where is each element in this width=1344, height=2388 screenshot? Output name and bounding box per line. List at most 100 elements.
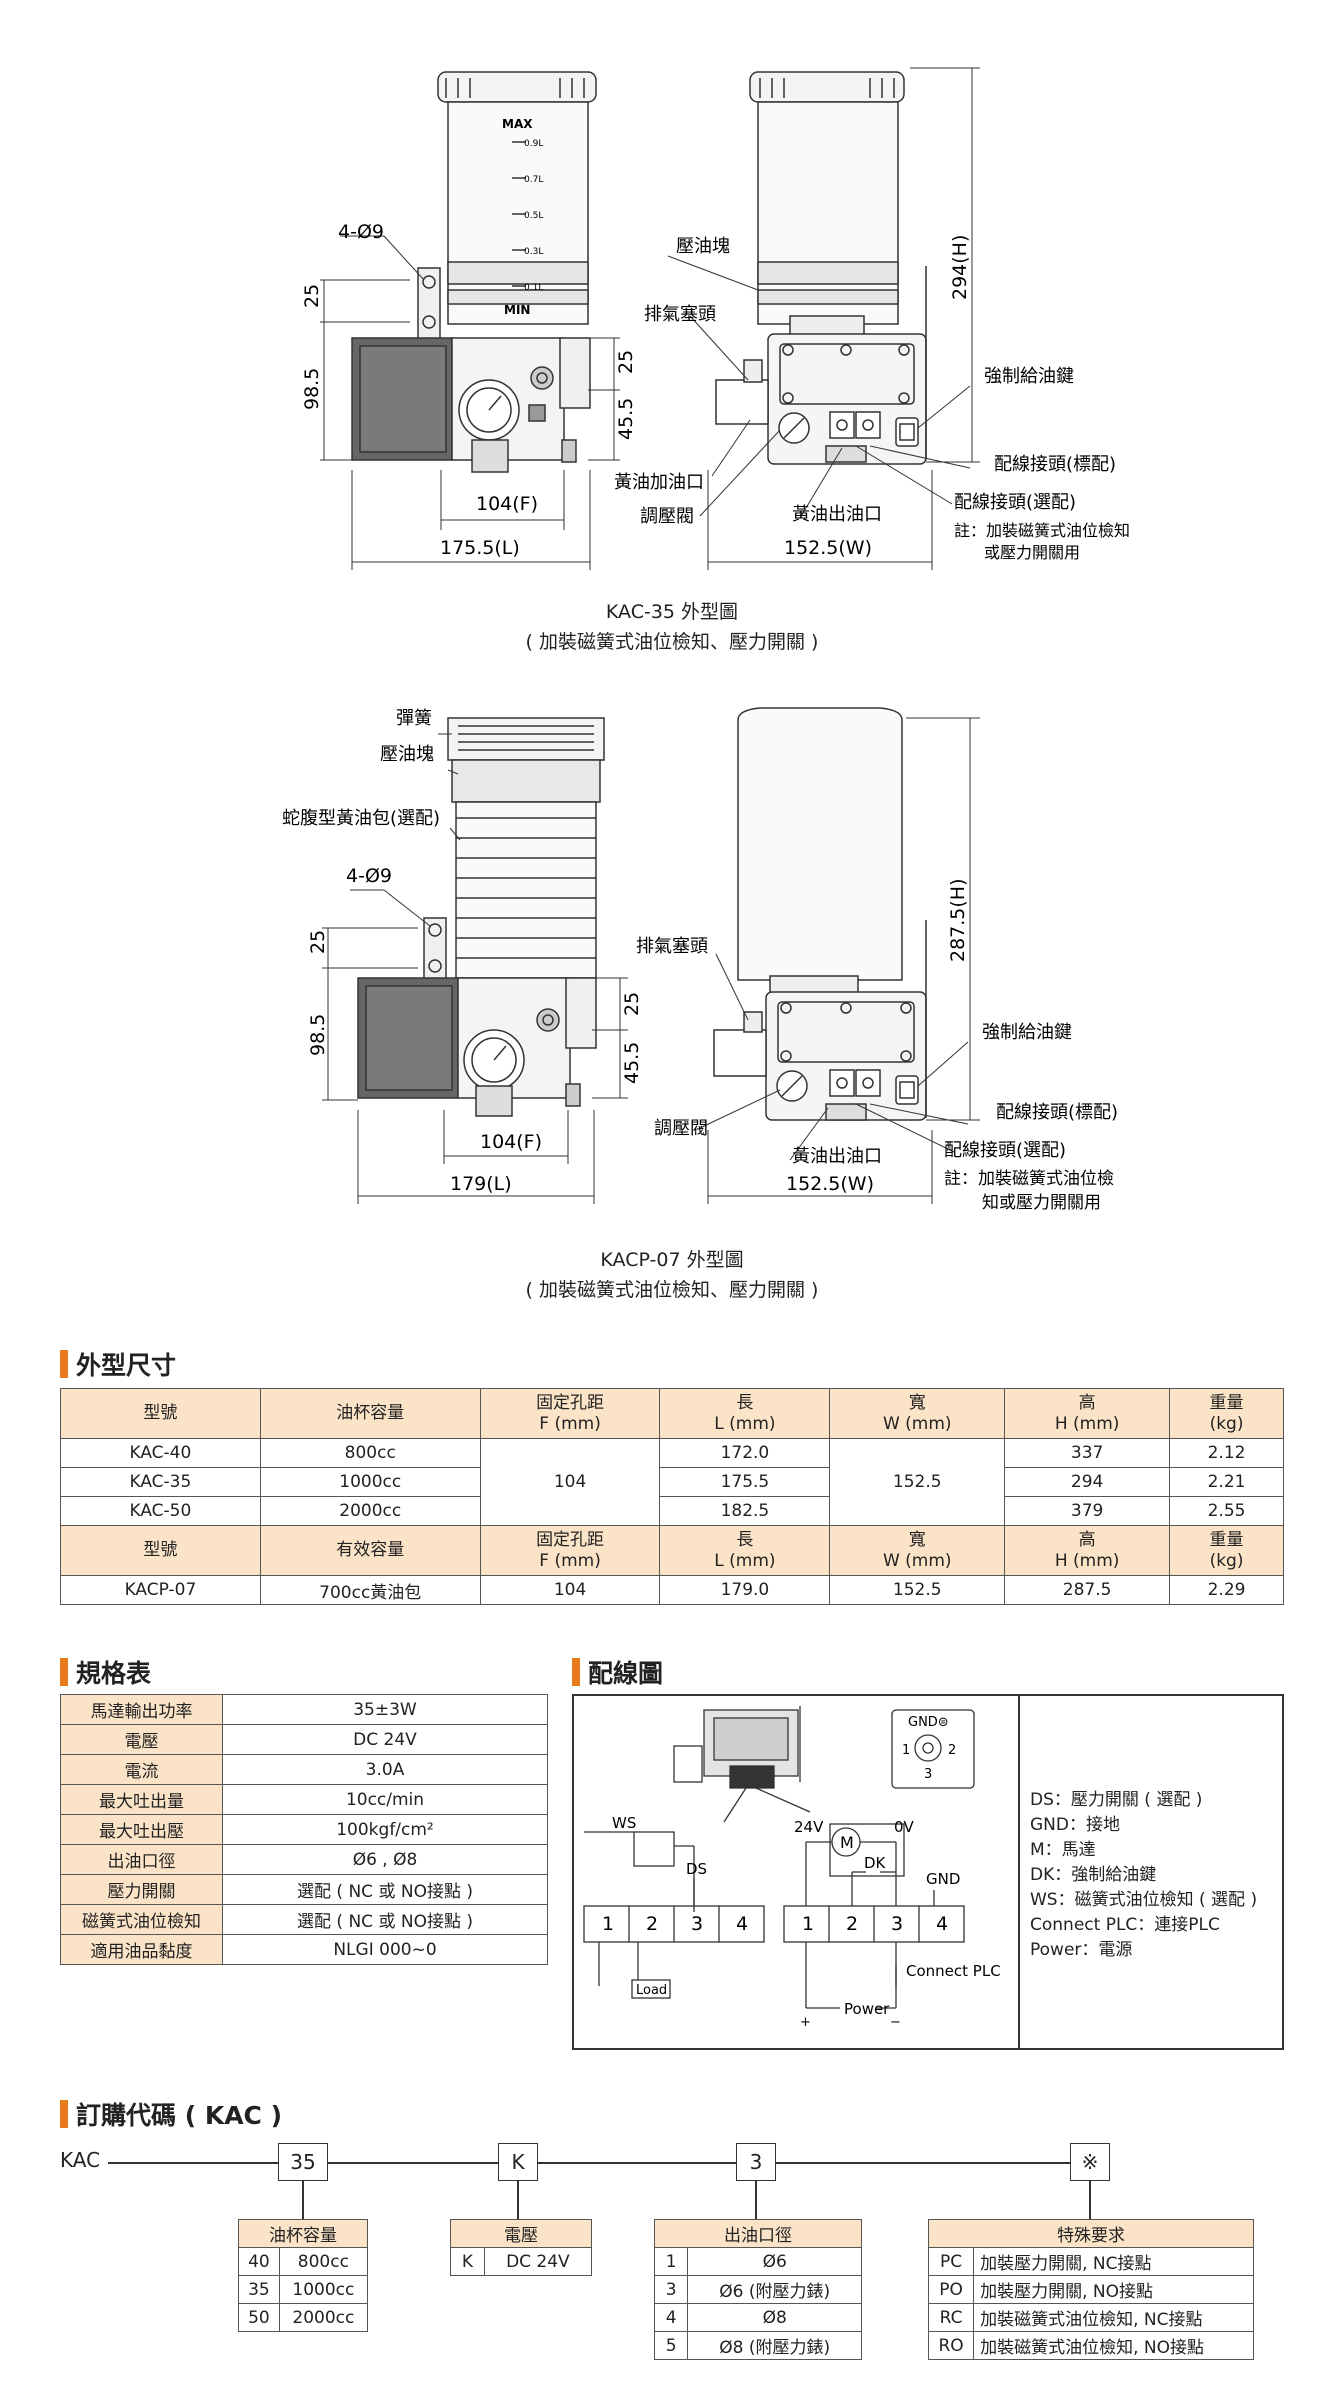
spec-key: 馬達輸出功率 [60,1694,223,1725]
d1-dim-294h: 294(H) [949,235,971,300]
kac35-drawing: 4-Ø9 25 98.5 25 45.5 104(F) 175.5(L) MAX… [301,67,1130,570]
d1-l01: 0.1L [524,283,543,293]
kacp07-caption: KACP-07 外型圖 [600,1249,744,1271]
table-cell: 800cc [278,2247,369,2276]
dims-h-l: 長 L (mm) [659,1388,831,1439]
d2-note2: 知或壓力開關用 [982,1193,1101,1213]
wiring-panel: GND⊜ 1 2 3 WS DS 24V M 0V DK GND 1 2 3 4… [572,1694,1284,2050]
connector [302,2181,304,2219]
d1-max: MAX [502,117,533,131]
pin3-label: 3 [924,1767,932,1782]
code-special: ※ [1070,2143,1110,2181]
pin2-label: 2 [948,1743,956,1758]
order-title: 訂購代碼 ( KAC ) [60,2096,282,2132]
dims-title: 外型尺寸 [60,1346,176,1382]
d2-note1: 註：加裝磁簧式油位檢 [944,1169,1114,1189]
spec-key: 電壓 [60,1724,223,1755]
motor-label: M [840,1833,854,1852]
table-cell: DC 24V [483,2247,593,2276]
d2-wiring-opt: 配線接頭(選配) [944,1140,1066,1161]
term-right-1: 1 [802,1913,814,1935]
d1-min: MIN [504,303,530,317]
connector [517,2181,519,2219]
code-capacity: 35 [278,2143,328,2181]
d1-dim-104f: 104(F) [476,493,538,515]
order-line [108,2162,1080,2164]
spec-key: 壓力開關 [60,1874,223,1905]
capacity-header: 油杯容量 [238,2219,368,2248]
d2-grease-outlet: 黃油出油口 [792,1146,882,1167]
d1-l05: 0.5L [524,211,543,221]
d1-dim-45-5: 45.5 [615,398,637,440]
table-cell: 5 [653,2331,689,2360]
d1-note1: 註：加裝磁簧式油位檢知 [954,521,1130,540]
table-cell: 182.5 [659,1496,831,1526]
table-cell: 35 [238,2275,280,2304]
table-cell: K [450,2247,485,2276]
table-cell: 1 [653,2247,689,2276]
d1-dim-25b: 25 [615,350,637,374]
dims2-h-model: 型號 [60,1525,261,1576]
table-cell: 1000cc [259,1467,481,1497]
shared-f: 104 [479,1438,661,1526]
d1-mount-holes: 4-Ø9 [338,221,384,243]
spec-val: DC 24V [222,1724,548,1755]
table-cell: PC [927,2247,975,2276]
table-row: KAC-35 [60,1467,261,1497]
legend-item: DS：壓力開關 ( 選配 ) [1030,1790,1203,1810]
dims-h-w: 寬 W (mm) [829,1388,1006,1439]
table-cell: Ø8 [687,2303,862,2332]
outlet-header: 出油口徑 [654,2219,862,2248]
table-cell: PO [927,2275,975,2304]
dims2-h-kg: 重量 (kg) [1169,1525,1284,1576]
table-cell: 287.5 [1004,1575,1171,1605]
spec-key: 電流 [60,1754,223,1785]
kac35-caption: KAC-35 外型圖 [605,601,739,623]
d2-spring: 彈簧 [396,708,432,729]
term-left-4: 4 [736,1913,748,1935]
dims2-h-f: 固定孔距 F (mm) [479,1525,661,1576]
d2-dim-45-5: 45.5 [621,1042,643,1084]
ds-label: DS [686,1860,707,1878]
table-cell: 2.12 [1169,1438,1284,1468]
ws-label: WS [612,1814,636,1832]
table-cell: 294 [1004,1467,1171,1497]
table-cell: 加裝磁簧式油位檢知, NO接點 [973,2331,1254,2360]
spec-key: 最大吐出壓 [60,1814,223,1845]
table-cell: 700cc黃油包 [259,1575,481,1605]
table-cell: 172.0 [659,1438,831,1468]
d1-press-block: 壓油塊 [676,236,730,257]
d2-dim-152-5w: 152.5(W) [786,1173,874,1195]
dims2-h-w: 寬 W (mm) [829,1525,1006,1576]
legend-item: WS：磁簧式油位檢知 ( 選配 ) [1030,1890,1258,1910]
d2-dim-179l: 179(L) [450,1173,512,1195]
minus-label: − [890,2015,901,2030]
spec-val: NLGI 000~0 [222,1934,548,1965]
spec-key: 磁簧式油位檢知 [60,1904,223,1935]
table-cell: 40 [238,2247,280,2276]
connector [1089,2181,1091,2219]
code-voltage: K [498,2143,538,2181]
spec-key: 適用油品黏度 [60,1934,223,1965]
d2-mount-holes: 4-Ø9 [346,865,392,887]
table-cell: 4 [653,2303,689,2332]
table-cell: Ø8 (附壓力錶) [687,2331,862,2360]
dims-h-model: 型號 [60,1388,261,1439]
legend-item: DK：強制給油鍵 [1030,1865,1157,1885]
spec-val: 選配 ( NC 或 NO接點 ) [222,1904,548,1935]
d1-dim-25a: 25 [301,284,323,308]
table-cell: 加裝壓力開關, NC接點 [973,2247,1254,2276]
spec-val: Ø6 , Ø8 [222,1844,548,1875]
wiring-legend: DS：壓力開關 ( 選配 ) GND：接地 M：馬達 DK：強制給油鍵 WS：磁… [1030,1788,1257,1963]
v0-label: 0V [894,1818,915,1836]
dims2-h-h: 高 H (mm) [1004,1525,1171,1576]
d1-l03: 0.3L [524,247,543,257]
d1-l07: 0.7L [524,175,543,185]
d2-dim-287-5h: 287.5(H) [947,878,969,962]
d2-bellows: 蛇腹型黃油包(選配) [282,808,440,829]
table-cell: 3 [653,2275,689,2304]
spec-val: 3.0A [222,1754,548,1785]
table-cell: 175.5 [659,1467,831,1497]
